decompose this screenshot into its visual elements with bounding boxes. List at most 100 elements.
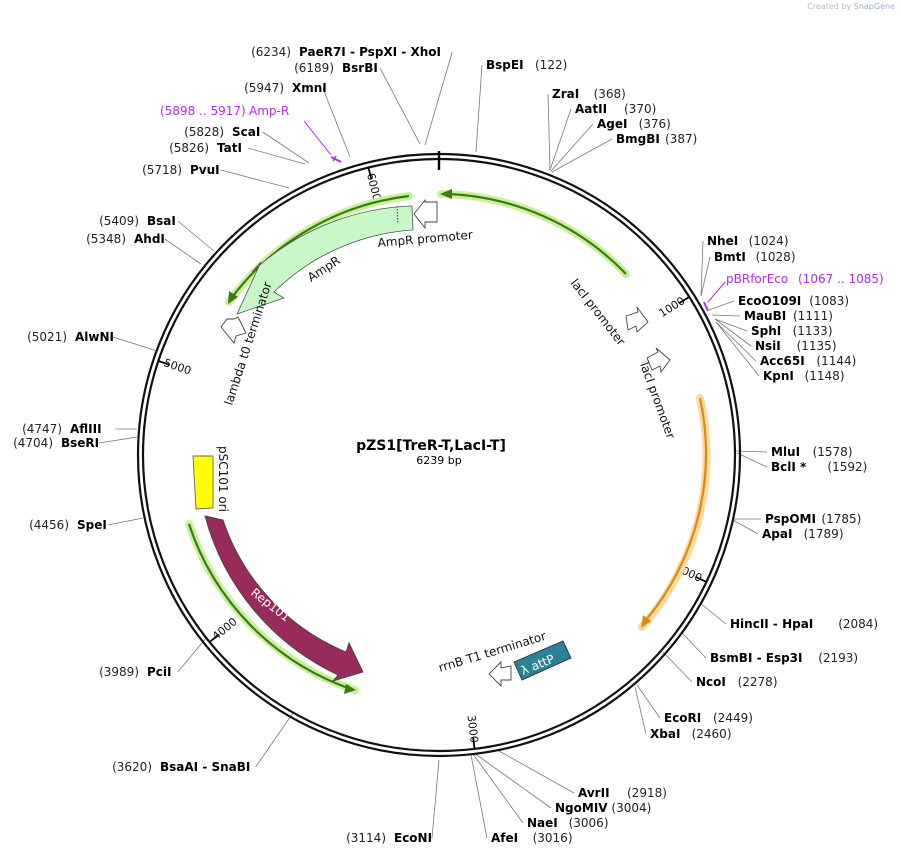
site-position: (2460) — [692, 727, 732, 741]
site-position: (2918) — [627, 786, 667, 800]
site-position: (5021) — [27, 330, 67, 344]
site-name: BsmBI - Esp3I — [710, 651, 802, 665]
restriction-site[interactable]: HincII - HpaI(2084) — [730, 617, 878, 631]
restriction-site[interactable]: NaeI(3006) — [527, 816, 609, 830]
site-leader-line — [164, 238, 202, 265]
site-name: ScaI — [232, 125, 260, 139]
ruler-tick — [678, 296, 690, 305]
site-leader-line — [255, 712, 294, 768]
site-position: (2084) — [838, 617, 878, 631]
restriction-site[interactable]: NgoMIV(3004) — [555, 801, 651, 815]
restriction-site[interactable]: (6234)PaeR7I - PspXI - XhoI — [251, 45, 441, 59]
pbrforeco-primer[interactable] — [703, 281, 726, 312]
restriction-site[interactable]: BsmBI - Esp3I(2193) — [710, 651, 858, 665]
site-name: NheI — [707, 234, 738, 248]
restriction-site[interactable]: ApaI(1789) — [762, 527, 844, 541]
restriction-site[interactable]: (5348)AhdI — [86, 232, 165, 246]
restriction-site[interactable]: (3114)EcoNI — [346, 831, 432, 845]
restriction-site[interactable]: NsiI(1135) — [755, 339, 837, 353]
restriction-site[interactable]: (6189)BsrBI — [294, 61, 378, 75]
laci-promoter-1-feature[interactable] — [625, 306, 649, 333]
psc101-ori-feature[interactable] — [192, 455, 214, 510]
restriction-site[interactable]: NcoI(2278) — [696, 675, 778, 689]
site-leader-line — [470, 754, 488, 839]
site-leader-line — [662, 651, 693, 683]
laci-promoter-1-label: lacI promoter — [568, 276, 629, 348]
site-position: (5947) — [244, 81, 284, 95]
restriction-site[interactable]: BclI *(1592) — [771, 460, 867, 474]
site-name: SphI — [751, 324, 781, 338]
restriction-site[interactable]: ZraI(368) — [552, 87, 626, 101]
lambda-t0-terminator-feature[interactable] — [220, 316, 247, 344]
site-leader-line — [735, 450, 768, 453]
lambda-attp-feature[interactable] — [513, 640, 572, 681]
restriction-site[interactable]: SphI(1133) — [751, 324, 833, 338]
rep101-feature[interactable] — [204, 515, 364, 682]
restriction-site[interactable]: KpnI(1148) — [763, 369, 845, 383]
ruler-tick-label: 4000 — [210, 615, 240, 643]
site-name: PciI — [147, 665, 172, 679]
site-leader-line — [714, 318, 752, 347]
restriction-site[interactable]: (5718)PvuI — [142, 163, 220, 177]
site-leader-line — [431, 759, 440, 839]
site-name: ApaI — [762, 527, 792, 541]
site-name: ZraI — [552, 87, 579, 101]
site-name: BsaAI - SnaBI — [160, 760, 250, 774]
site-leader-line — [634, 686, 647, 735]
restriction-site[interactable]: XbaI(2460) — [650, 727, 732, 741]
restriction-site[interactable]: EcoRI(2449) — [664, 711, 753, 725]
restriction-site[interactable]: BspEI(122) — [486, 58, 567, 72]
restriction-site[interactable]: BmgBI(387) — [616, 132, 697, 146]
site-name: NaeI — [527, 816, 558, 830]
restriction-site[interactable]: (5828) ScaI — [184, 125, 260, 139]
restriction-site[interactable]: MluI(1578) — [771, 445, 853, 459]
restriction-site[interactable]: (3620)BsaAI - SnaBI — [112, 760, 250, 774]
site-leader-line — [247, 147, 306, 165]
restriction-site[interactable]: (4456)SpeI — [29, 518, 107, 532]
site-name: EcoO109I — [738, 294, 801, 308]
restriction-site[interactable]: (4747)AflIII — [22, 422, 101, 436]
restriction-site[interactable]: AfeI (3016) — [491, 831, 573, 845]
site-name: BsaI — [147, 214, 176, 228]
restriction-site[interactable]: (5021)AlwNI — [27, 330, 114, 344]
site-position: (1144) — [816, 354, 856, 368]
restriction-site[interactable]: Acc65I(1144) — [760, 354, 856, 368]
site-position: (3016) — [533, 831, 573, 845]
restriction-site[interactable]: EcoO109I(1083) — [738, 294, 849, 308]
site-name: PspOMI — [765, 512, 816, 526]
restriction-site[interactable]: NheI(1024) — [707, 234, 789, 248]
site-position: (5828) — [184, 125, 224, 139]
site-name: BsrBI — [342, 61, 378, 75]
restriction-site[interactable]: (4704)BseRI — [13, 436, 99, 450]
restriction-site[interactable]: (3989)PciI — [99, 665, 171, 679]
amp-r-primer[interactable] — [303, 120, 342, 163]
site-name: BclI * — [771, 460, 807, 474]
ampr-promoter-feature[interactable] — [413, 198, 438, 230]
site-name: AfeI — [491, 831, 518, 845]
ampr-feature[interactable] — [236, 205, 414, 315]
restriction-site[interactable]: (5947)XmnI — [244, 81, 327, 95]
snapgene-logo: SnapGene — [853, 2, 895, 11]
restriction-site[interactable]: AatII(370) — [575, 102, 656, 116]
snapgene-credit: Created by SnapGene — [807, 2, 895, 11]
restriction-site[interactable]: AgeI(376) — [597, 117, 671, 131]
site-position: (5409) — [99, 214, 139, 228]
restriction-site[interactable]: BmtI(1028) — [714, 250, 796, 264]
laci-promoter-2-feature[interactable] — [646, 347, 671, 374]
restriction-site[interactable]: (5826)TatI — [169, 141, 242, 155]
site-position: (5826) — [169, 141, 209, 155]
site-name: AhdI — [134, 232, 165, 246]
site-leader-line — [551, 138, 613, 173]
site-name: AgeI — [597, 117, 627, 131]
ruler-tick — [209, 633, 220, 643]
site-name: PvuI — [190, 163, 220, 177]
restriction-site[interactable]: AvrII(2918) — [578, 786, 667, 800]
site-position: (3004) — [611, 801, 651, 815]
site-leader-line — [547, 93, 551, 171]
rrnb-t1-terminator-feature[interactable] — [488, 660, 512, 688]
restriction-site[interactable]: PspOMI(1785) — [765, 512, 861, 526]
site-leader-line — [424, 51, 453, 146]
restriction-site[interactable]: (5409) BsaI — [99, 214, 176, 228]
restriction-site[interactable]: MauBI(1111) — [744, 309, 833, 323]
